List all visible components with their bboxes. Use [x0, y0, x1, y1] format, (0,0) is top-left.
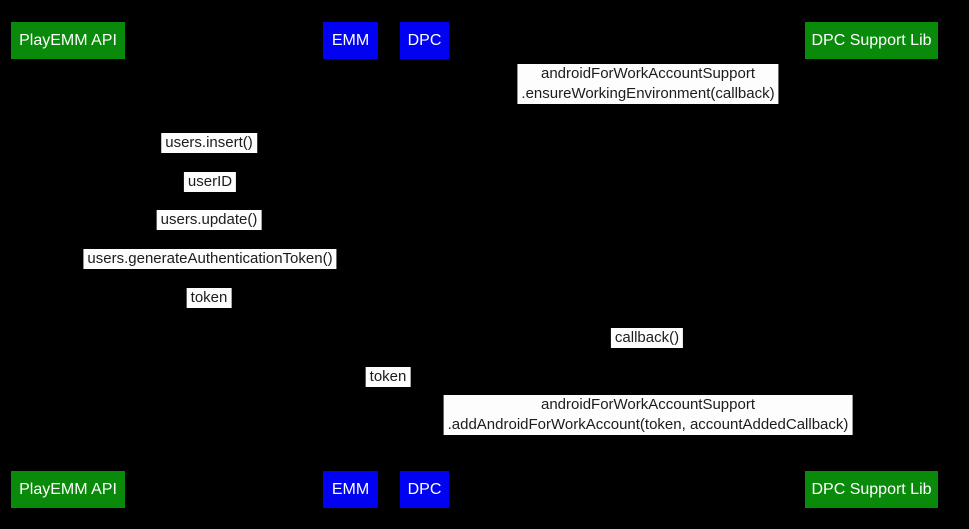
message-line: androidForWorkAccountSupport: [541, 396, 755, 413]
actor-dpc-top: DPC: [400, 22, 449, 59]
message-userid: userID: [183, 172, 237, 192]
actor-playemm-api-top: PlayEMM API: [11, 22, 125, 59]
message-callback: callback(): [610, 328, 684, 348]
actor-dpc-bottom: DPC: [400, 471, 449, 508]
message-users-update: users.update(): [156, 210, 262, 230]
message-token-right: token: [365, 367, 411, 387]
message-generate-authentication-token: users.generateAuthenticationToken(): [83, 249, 337, 269]
message-ensure-working-environment: androidForWorkAccountSupport .ensureWork…: [517, 64, 779, 104]
message-line: .addAndroidForWorkAccount(token, account…: [447, 416, 849, 433]
message-add-android-for-work-account: androidForWorkAccountSupport .addAndroid…: [443, 395, 853, 435]
actor-playemm-api-bottom: PlayEMM API: [11, 471, 125, 508]
message-users-insert: users.insert(): [161, 133, 257, 153]
actor-dpc-support-lib-top: DPC Support Lib: [805, 22, 938, 59]
actor-emm-bottom: EMM: [323, 471, 378, 508]
actor-dpc-support-lib-bottom: DPC Support Lib: [805, 471, 938, 508]
actor-emm-top: EMM: [323, 22, 378, 59]
message-token-left: token: [186, 288, 232, 308]
message-line: androidForWorkAccountSupport: [540, 65, 755, 82]
message-line: .ensureWorkingEnvironment(callback): [521, 85, 775, 102]
